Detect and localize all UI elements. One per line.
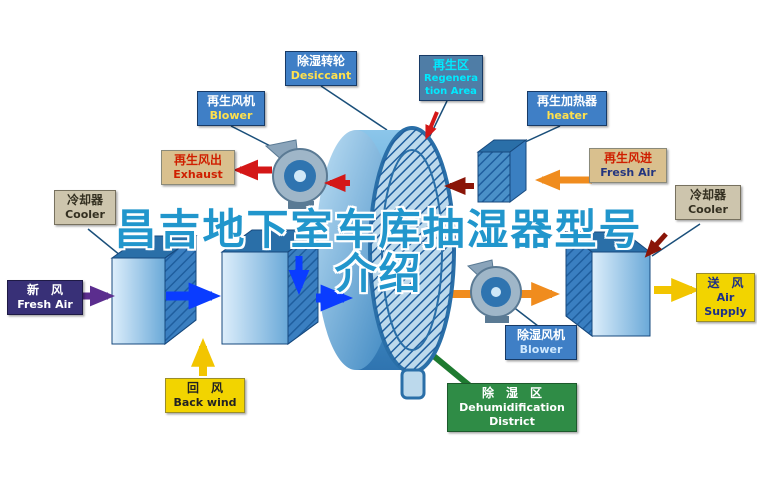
- label-air-supply-zh: 送 风: [707, 276, 744, 290]
- label-regen-heater-zh: 再生加热器: [536, 94, 597, 108]
- label-exhaust: 再生风出 Exhaust: [161, 150, 235, 185]
- label-dehumid-blower-en: Blower: [519, 343, 563, 356]
- label-dehumid-blower: 除湿风机 Blower: [505, 325, 577, 360]
- label-desiccant-en: Desiccant: [290, 69, 352, 82]
- label-cooler-left: 冷却器 Cooler: [54, 190, 116, 225]
- label-cooler-left-zh: 冷却器: [66, 193, 103, 207]
- label-regen-heater-en: heater: [546, 109, 588, 122]
- label-cooler-left-en: Cooler: [65, 208, 105, 221]
- arrow-regen-zone: [425, 111, 439, 140]
- label-desiccant-zh: 除湿转轮: [296, 54, 345, 68]
- arrow-cooler-right-in: [644, 232, 668, 258]
- label-regen-fresh-air: 再生风进 Fresh Air: [589, 148, 667, 183]
- label-exhaust-en: Exhaust: [173, 168, 223, 181]
- process-unit-center: [220, 229, 320, 345]
- dehumid-blower-fan: [466, 259, 522, 323]
- label-fresh-air-en: Fresh Air: [17, 298, 73, 311]
- label-fresh-air-inlet: 新 风 Fresh Air: [7, 280, 83, 315]
- desiccant-wheel: [316, 126, 456, 400]
- label-air-supply-en: Air Supply: [704, 291, 747, 318]
- label-dehumid-district-en2: District: [489, 414, 535, 428]
- label-cooler-right-zh: 冷却器: [689, 188, 726, 202]
- label-regen-blower: 再生风机 Blower: [197, 91, 265, 126]
- label-desiccant-wheel: 除湿转轮 Desiccant: [285, 51, 357, 86]
- label-fresh-air-zh: 新 风: [26, 283, 63, 297]
- wheel-foot: [400, 368, 426, 400]
- label-cooler-right: 冷却器 Cooler: [675, 185, 741, 220]
- leader-lines: [87, 85, 701, 327]
- label-air-supply: 送 风 Air Supply: [696, 273, 755, 322]
- label-regen-fresh-air-en: Fresh Air: [600, 166, 656, 179]
- regen-blower-fan: [264, 139, 328, 209]
- heater-unit: [476, 139, 528, 203]
- airflow-arrows: [82, 111, 701, 376]
- label-regen-fresh-air-zh: 再生风进: [603, 151, 652, 165]
- label-exhaust-zh: 再生风出: [173, 153, 222, 167]
- label-dehumid-blower-zh: 除湿风机: [516, 328, 565, 342]
- label-regen-blower-en: Blower: [209, 109, 253, 122]
- label-regen-heater: 再生加热器 heater: [527, 91, 607, 126]
- label-back-wind-zh: 回 风: [186, 381, 223, 395]
- label-back-wind-en: Back wind: [173, 396, 237, 409]
- label-dehumid-district-zh: 除 湿 区: [481, 386, 542, 400]
- label-cooler-right-en: Cooler: [688, 203, 728, 216]
- label-dehumid-district-en1: Dehumidification: [459, 401, 565, 414]
- label-dehumid-district: 除 湿 区 Dehumidification District: [447, 383, 577, 432]
- label-regen-area: 再生区 Regeneration Area: [419, 55, 483, 101]
- label-regen-area-zh: 再生区: [432, 58, 469, 72]
- cooler-unit-left: [110, 235, 198, 346]
- label-regen-blower-zh: 再生风机: [206, 94, 255, 108]
- label-regen-area-en: Regeneration Area: [423, 73, 478, 97]
- label-back-wind: 回 风 Back wind: [165, 378, 245, 413]
- cooler-unit-right: [564, 230, 652, 338]
